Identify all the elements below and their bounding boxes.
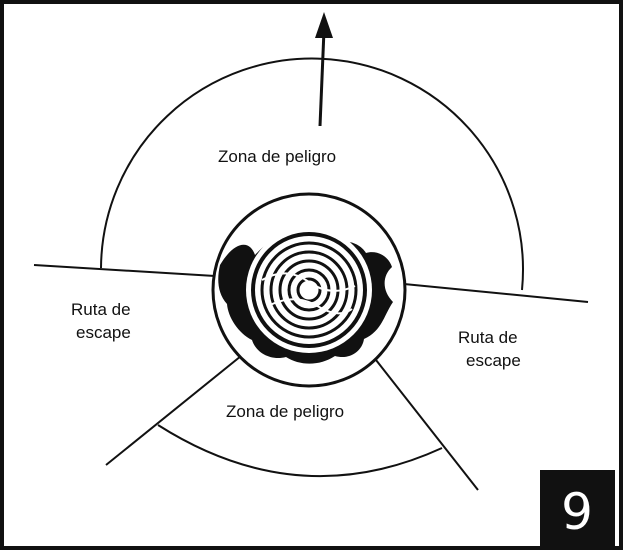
lower-left-boundary-line	[105, 355, 242, 466]
bottom-danger-zone-arc	[157, 424, 443, 478]
right-escape-route-label-line-2: escape	[466, 351, 521, 370]
lower-right-boundary-line	[375, 359, 479, 491]
right-escape-route-label-line-1: Ruta de	[458, 328, 518, 347]
left-escape-route-label-line-1: Ruta de	[71, 300, 131, 319]
page-number-label: 9	[561, 483, 593, 541]
left-boundary-line	[33, 264, 216, 277]
felling-direction-arrow-up-icon	[315, 12, 333, 127]
page-number-badge	[540, 470, 615, 548]
right-boundary-line	[403, 283, 589, 303]
top-danger-zone-label: Zona de peligro	[218, 147, 336, 166]
bottom-danger-zone-label: Zona de peligro	[226, 402, 344, 421]
top-danger-zone-arc	[100, 57, 524, 291]
left-escape-route-label-line-2: escape	[76, 323, 131, 342]
tree-stump-icon	[211, 192, 407, 388]
